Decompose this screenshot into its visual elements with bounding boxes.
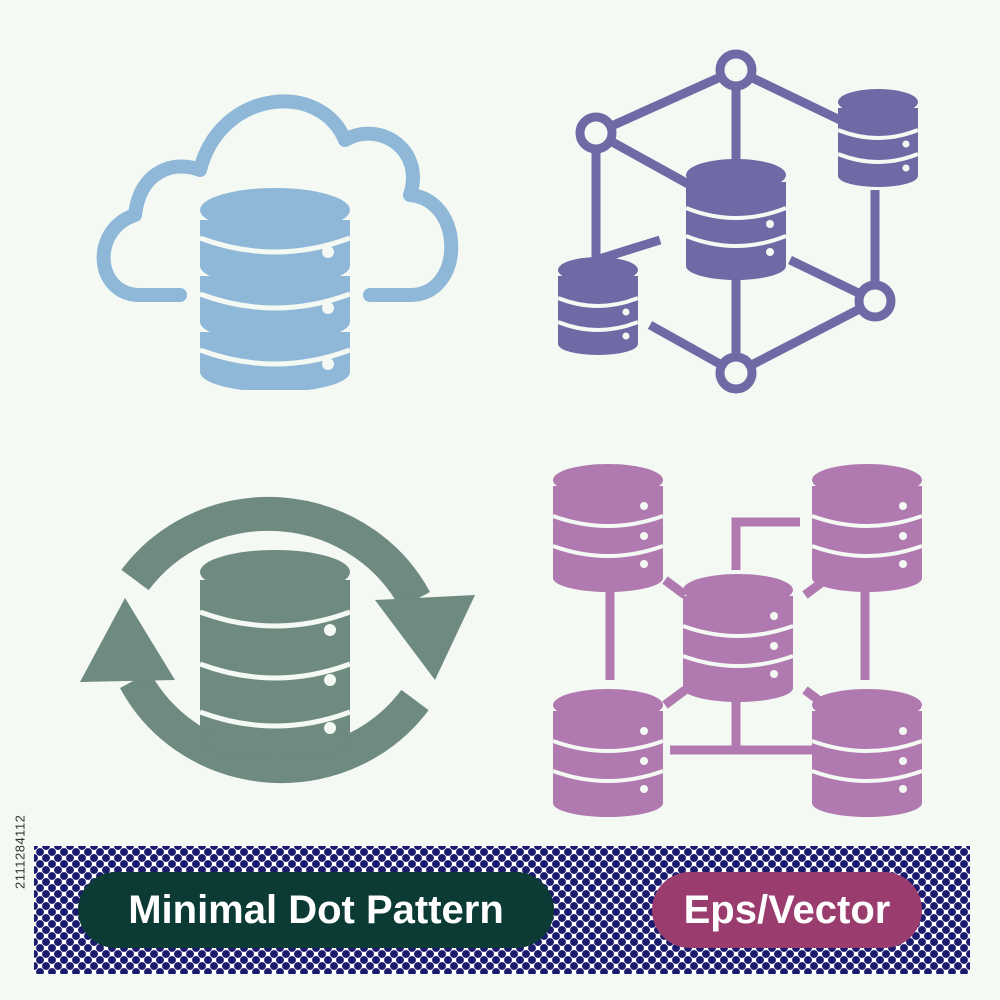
database-cluster-icon [540, 450, 980, 830]
sync-database-icon [70, 450, 490, 830]
minimal-dot-pattern-label: Minimal Dot Pattern [78, 872, 554, 948]
cloud-database-icon [80, 70, 480, 390]
eps-vector-label: Eps/Vector [652, 872, 922, 948]
network-database-icon [540, 30, 980, 410]
stock-id: 2111284112 [12, 814, 28, 890]
